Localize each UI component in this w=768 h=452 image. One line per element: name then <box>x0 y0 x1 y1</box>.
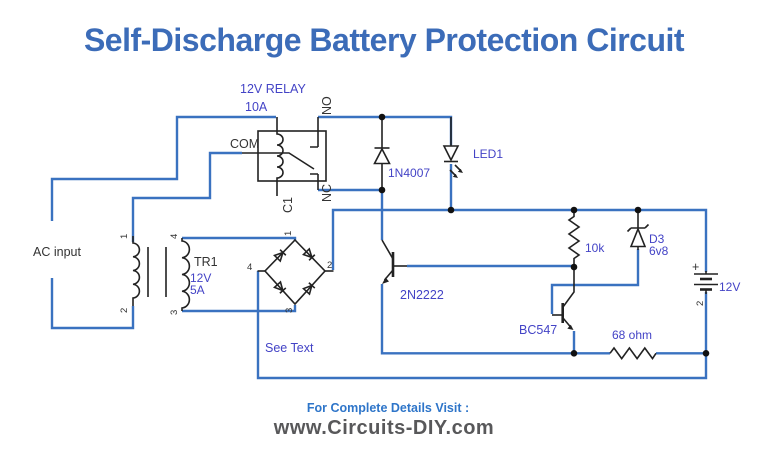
resistor-68ohm <box>609 346 657 361</box>
tr-pin3-label: 3 <box>169 310 180 315</box>
led1 <box>442 117 463 178</box>
transformer-voltage-label: 12V <box>190 271 211 285</box>
bridge-pin2-label: 2 <box>327 260 332 271</box>
relay-armature <box>242 152 315 170</box>
battery-plus-label: + <box>692 260 699 274</box>
junction-10k-rail <box>570 206 578 214</box>
resistor-10k <box>567 210 581 267</box>
tr-pin2-label: 2 <box>119 308 130 313</box>
q2-emitter <box>562 317 572 329</box>
dc-positive-rail <box>331 208 708 272</box>
junction-no-d1 <box>378 113 386 121</box>
q2-collector <box>562 268 575 308</box>
junction-nc-d1 <box>378 186 386 194</box>
q2-emitter-arrow <box>567 324 574 330</box>
relay-rating-label: 10A <box>245 100 268 114</box>
bridge-diode-top-right <box>302 247 316 261</box>
footer-url: www.Circuits-DIY.com <box>273 417 494 439</box>
led-ref-label: LED1 <box>473 147 503 161</box>
junction-led-rail <box>447 206 455 214</box>
q2-ref-label: BC547 <box>519 323 557 337</box>
relay-nc-label: NC <box>320 184 334 202</box>
relay-no-label: NO <box>320 96 334 115</box>
ac-input-label: AC input <box>33 245 81 259</box>
relay-coil <box>276 117 284 196</box>
d1-triangle <box>373 147 391 165</box>
tr-pin1-label: 1 <box>119 234 130 239</box>
bridge-pin3-label: 3 <box>284 308 295 313</box>
bridge-diode-top-left <box>273 249 287 263</box>
transistor-bc547 <box>552 268 575 330</box>
junction-dots <box>378 113 710 357</box>
emitter-rail <box>380 284 610 355</box>
no-wire <box>318 115 453 145</box>
battery <box>694 271 718 294</box>
junction-q2-emitter <box>570 350 578 357</box>
secondary-top-wire <box>182 236 297 241</box>
r2-value-label: 68 ohm <box>612 328 652 342</box>
d3-ref-label: D3 <box>649 232 665 246</box>
bridge-pin1-label: 1 <box>283 231 294 236</box>
page-title: Self-Discharge Battery Protection Circui… <box>84 22 685 58</box>
primary-winding <box>132 236 141 306</box>
bridge-note-label: See Text <box>265 341 314 355</box>
diode-1n4007 <box>373 117 391 190</box>
transformer <box>132 236 191 311</box>
relay-body <box>257 130 327 182</box>
led-arrowhead-1 <box>457 168 463 173</box>
transistor-2n2222 <box>381 239 407 284</box>
r1-value-label: 10k <box>585 241 605 255</box>
bridge-diode-bottom-left <box>273 280 287 294</box>
d3-value-label: 6v8 <box>649 244 669 258</box>
q1-emitter-arrow <box>382 277 389 284</box>
battery-pin-label: 2 <box>695 301 706 306</box>
bridge-diamond <box>263 238 327 306</box>
primary-to-com-wire <box>131 151 242 242</box>
relay-coil-pin-label: C1 <box>281 197 295 213</box>
junction-d3-rail <box>634 206 642 214</box>
bridge-rectifier <box>257 238 334 306</box>
bottom-return-loop <box>256 271 708 380</box>
relay <box>242 117 327 196</box>
battery-voltage-label: 12V <box>719 280 740 294</box>
relay-no-contact <box>310 117 319 148</box>
led-triangle <box>442 145 460 162</box>
relay-com-label: COM <box>230 137 259 151</box>
q1-collector <box>381 239 394 260</box>
transformer-core <box>147 247 167 297</box>
secondary-winding <box>181 238 191 311</box>
transformer-ref-label: TR1 <box>194 255 218 269</box>
wires <box>50 115 708 380</box>
secondary-bottom-wire <box>182 305 297 313</box>
d3-triangle <box>629 226 647 248</box>
zener-d3 <box>626 210 650 250</box>
ac-top-wire <box>50 115 276 221</box>
bridge-pin4-label: 4 <box>247 262 252 273</box>
footer-heading: For Complete Details Visit : <box>307 401 469 415</box>
tr-pin4-label: 4 <box>169 234 180 239</box>
bridge-diode-bottom-right <box>302 282 316 296</box>
relay-name-label: 12V RELAY <box>240 82 306 96</box>
d3-to-q2-base-wire <box>550 249 640 314</box>
led-arrowhead-2 <box>452 173 458 178</box>
junction-10k-base <box>570 263 578 271</box>
d1-ref-label: 1N4007 <box>388 166 430 180</box>
ac-bottom-wire <box>50 278 135 330</box>
relay-nc-contact <box>310 173 319 190</box>
q1-ref-label: 2N2222 <box>400 288 444 302</box>
transformer-current-label: 5A <box>190 283 205 297</box>
junction-battery-neg <box>702 350 710 357</box>
